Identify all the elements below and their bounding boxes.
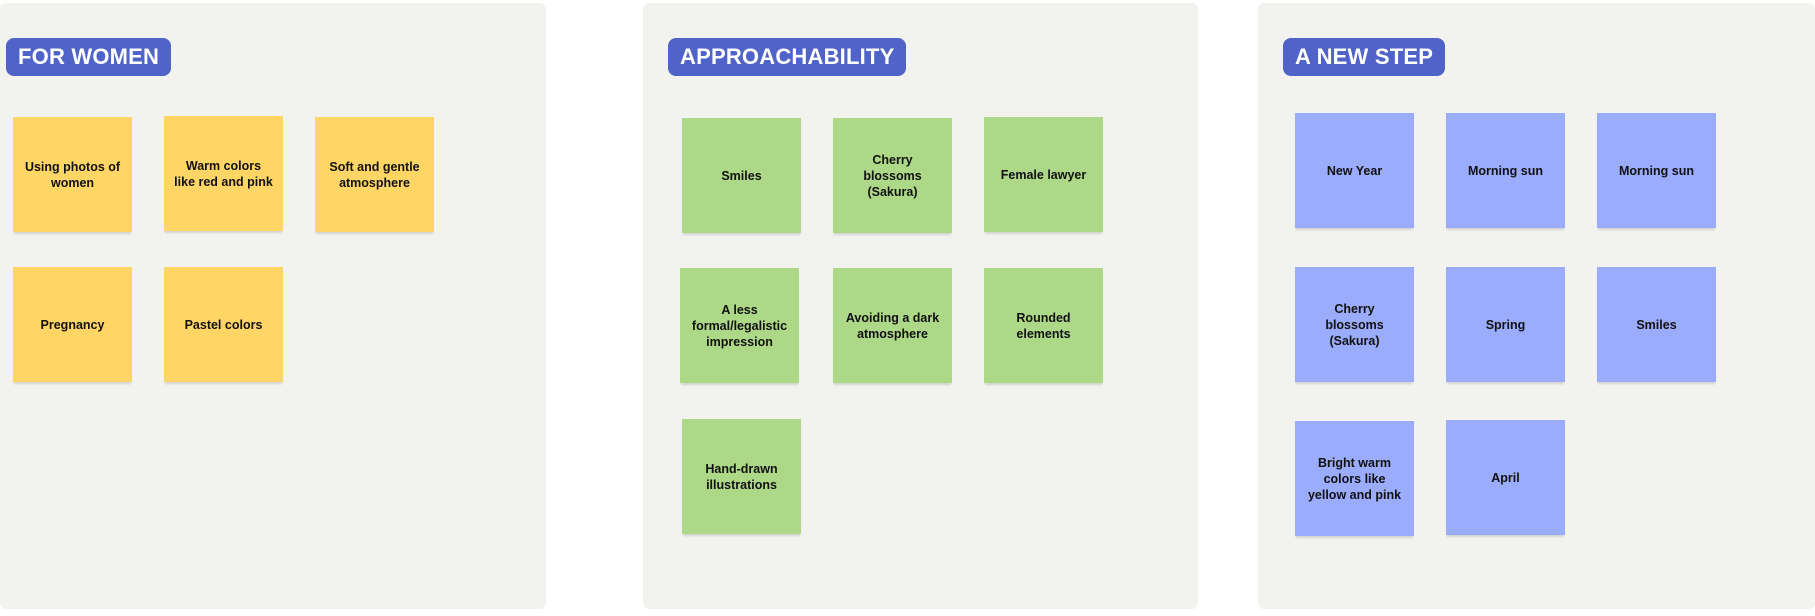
sticky-note[interactable]: Rounded elements	[984, 268, 1103, 383]
sticky-note[interactable]: New Year	[1295, 113, 1414, 228]
frame-for-women[interactable]: FOR WOMEN Using photos of women Warm col…	[0, 3, 546, 609]
sticky-note[interactable]: Morning sun	[1446, 113, 1565, 228]
frame-title[interactable]: A NEW STEP	[1283, 38, 1446, 76]
sticky-note[interactable]: Using photos of women	[13, 117, 132, 232]
sticky-note[interactable]: Soft and gentle atmosphere	[315, 117, 434, 232]
sticky-note[interactable]: Female lawyer	[984, 117, 1103, 232]
frame-approachability[interactable]: APPROACHABILITY Smiles Cherry blossoms (…	[643, 3, 1198, 609]
sticky-note[interactable]: Pastel colors	[164, 267, 283, 382]
sticky-note[interactable]: A less formal/legalistic impression	[680, 268, 799, 383]
sticky-note[interactable]: Warm colors like red and pink	[164, 116, 283, 231]
sticky-note[interactable]: Cherry blossoms (Sakura)	[1295, 267, 1414, 382]
sticky-note[interactable]: Smiles	[682, 118, 801, 233]
sticky-note[interactable]: Avoiding a dark atmosphere	[833, 268, 952, 383]
sticky-note[interactable]: April	[1446, 420, 1565, 535]
frame-title[interactable]: FOR WOMEN	[6, 38, 172, 76]
frame-a-new-step[interactable]: A NEW STEP New Year Morning sun Morning …	[1258, 3, 1815, 609]
sticky-note[interactable]: Smiles	[1597, 267, 1716, 382]
sticky-note[interactable]: Bright warm colors like yellow and pink	[1295, 421, 1414, 536]
sticky-note[interactable]: Pregnancy	[13, 267, 132, 382]
frame-title[interactable]: APPROACHABILITY	[668, 38, 907, 76]
sticky-note[interactable]: Morning sun	[1597, 113, 1716, 228]
sticky-note[interactable]: Cherry blossoms (Sakura)	[833, 118, 952, 233]
sticky-note[interactable]: Spring	[1446, 267, 1565, 382]
sticky-note[interactable]: Hand-drawn illustrations	[682, 419, 801, 534]
